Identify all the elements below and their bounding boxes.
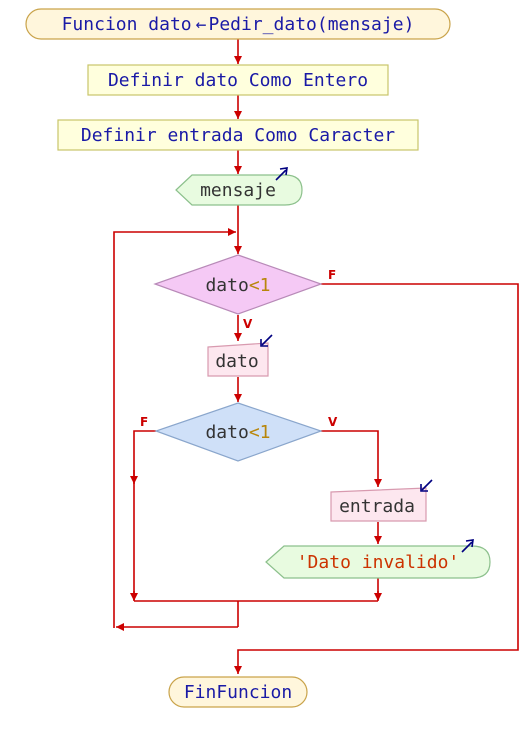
condition-2-true-label: V [328,415,338,429]
define-entrada-text: Definir entrada Como Caracter [81,125,395,146]
input-arrow-icon [260,334,273,347]
cond2-false-branch [133,430,156,600]
end-box [168,676,308,708]
condition-2-num: 1 [260,422,271,443]
function-call: Pedir_dato(mensaje) [209,14,415,35]
condition-2-text: dato<1 [205,422,270,443]
condition-1-text: dato<1 [205,275,270,296]
condition-1-op: < [249,275,260,296]
define-dato-box [87,64,389,96]
read-entrada-block: entrada [330,479,433,522]
read-entrada-text: entrada [339,496,415,517]
output-invalid-text: 'Dato invalido' [297,552,460,573]
define-dato-block: Definir dato Como Entero [87,64,389,96]
condition-2: dato<1 F V [140,402,338,462]
condition-2-var: dato [205,422,248,443]
read-dato-text: dato [215,351,258,372]
output-arrow-icon [461,539,474,553]
output-mensaje-text: mensaje [200,180,276,201]
condition-1-var: dato [205,275,248,296]
read-entrada-shape [330,487,427,522]
cond1-false-exit [234,283,519,674]
condition-1: dato<1 F V [153,254,336,331]
function-header-box [25,8,451,40]
condition-1-diamond [153,254,323,315]
keyword-funcion: Funcion [62,14,138,35]
function-header-text: Funcion dato←Pedir_dato(mensaje) [62,14,415,35]
condition-1-true-label: V [243,317,253,331]
assign-arrow: ← [196,14,207,35]
input-arrow-icon [420,479,433,492]
end-text: FinFuncion [184,682,292,703]
define-dato-text: Definir dato Como Entero [108,70,368,91]
condition-2-diamond [154,402,323,462]
flow-connectors [113,39,519,674]
output-invalid-block: 'Dato invalido' [265,539,491,579]
output-mensaje-block: mensaje [175,167,303,206]
output-arrow-icon [275,167,288,181]
loop-back-line [113,228,236,628]
function-header: Funcion dato←Pedir_dato(mensaje) [25,8,451,40]
define-entrada-block: Definir entrada Como Caracter [57,119,419,151]
cond2-true-branch [321,430,382,487]
output-mensaje-shape [175,174,303,206]
define-entrada-box [57,119,419,151]
end-block: FinFuncion [168,676,308,708]
condition-1-false-label: F [328,268,336,282]
read-dato-block: dato [207,334,273,377]
output-invalid-shape [265,545,491,579]
condition-2-op: < [249,422,260,443]
condition-2-false-label: F [140,415,148,429]
read-dato-shape [207,342,269,377]
return-var: dato [148,14,191,35]
condition-1-num: 1 [260,275,271,296]
